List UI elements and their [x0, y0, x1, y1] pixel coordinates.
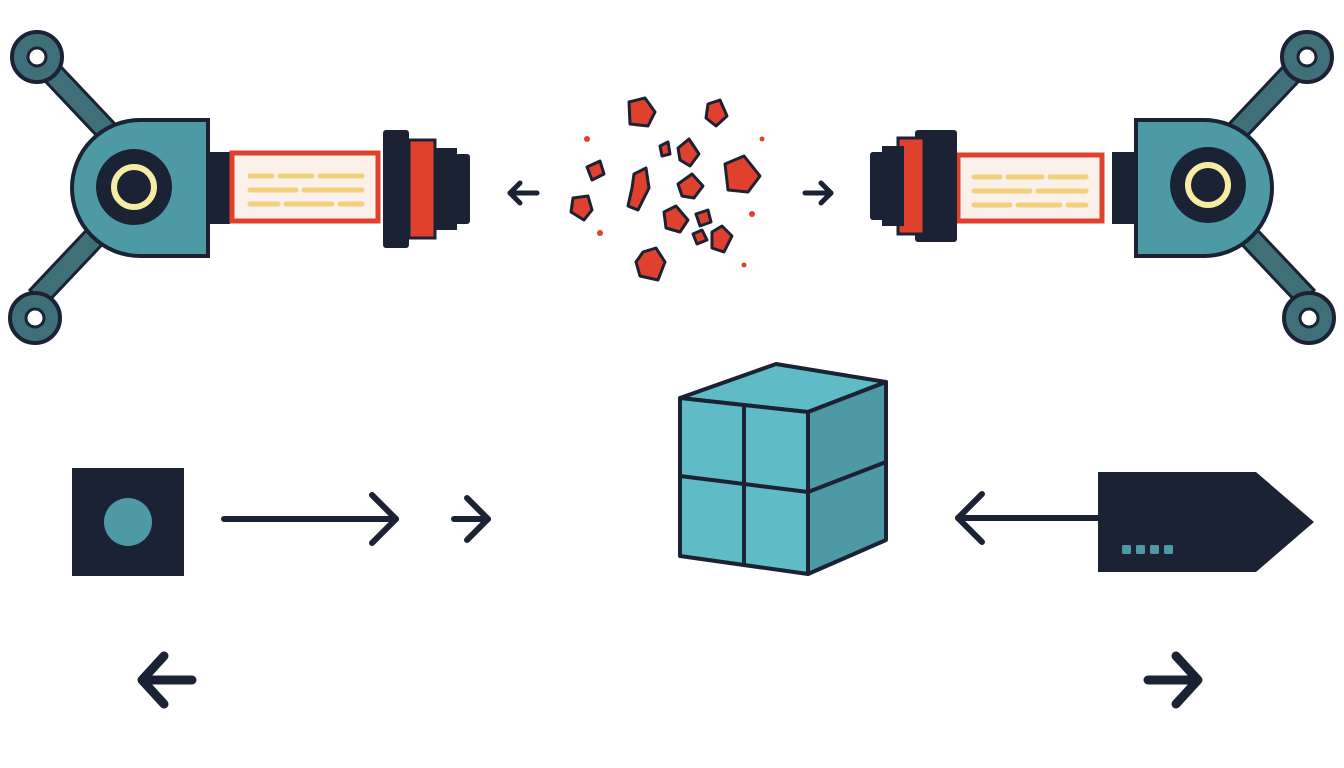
arm-connector-left — [208, 152, 230, 224]
press-head-left — [383, 130, 470, 248]
arm-connector-right — [1112, 152, 1136, 224]
arrow-left-small — [507, 180, 540, 206]
source-dot-icon — [104, 498, 152, 546]
arrow-right-small — [802, 180, 834, 206]
joint-node-top-right — [1280, 30, 1334, 84]
probe-indicator-dots — [1122, 545, 1173, 554]
film-strip-left — [229, 150, 381, 224]
robotic-arm-left — [8, 30, 230, 345]
arrow-long-left — [955, 491, 1101, 545]
arrow-short-right — [451, 495, 491, 543]
press-head-right — [870, 130, 957, 242]
arrow-bottom-right — [1143, 651, 1203, 709]
film-strip-right — [955, 152, 1105, 224]
robotic-arm-right — [1112, 30, 1336, 345]
joint-node-bottom-right — [1282, 291, 1336, 345]
arrowhead-probe — [1098, 472, 1314, 572]
arrow-bottom-left — [137, 651, 197, 709]
spark-dots — [584, 136, 765, 268]
source-block — [72, 468, 184, 576]
arrow-long-right — [221, 492, 399, 546]
lens-icon-left — [96, 149, 172, 225]
joint-node-top-left — [10, 30, 64, 84]
stacked-cube — [678, 362, 888, 576]
joint-node-bottom-left — [8, 291, 62, 345]
shattered-fragments — [569, 96, 762, 282]
lens-icon-right — [1170, 147, 1246, 223]
